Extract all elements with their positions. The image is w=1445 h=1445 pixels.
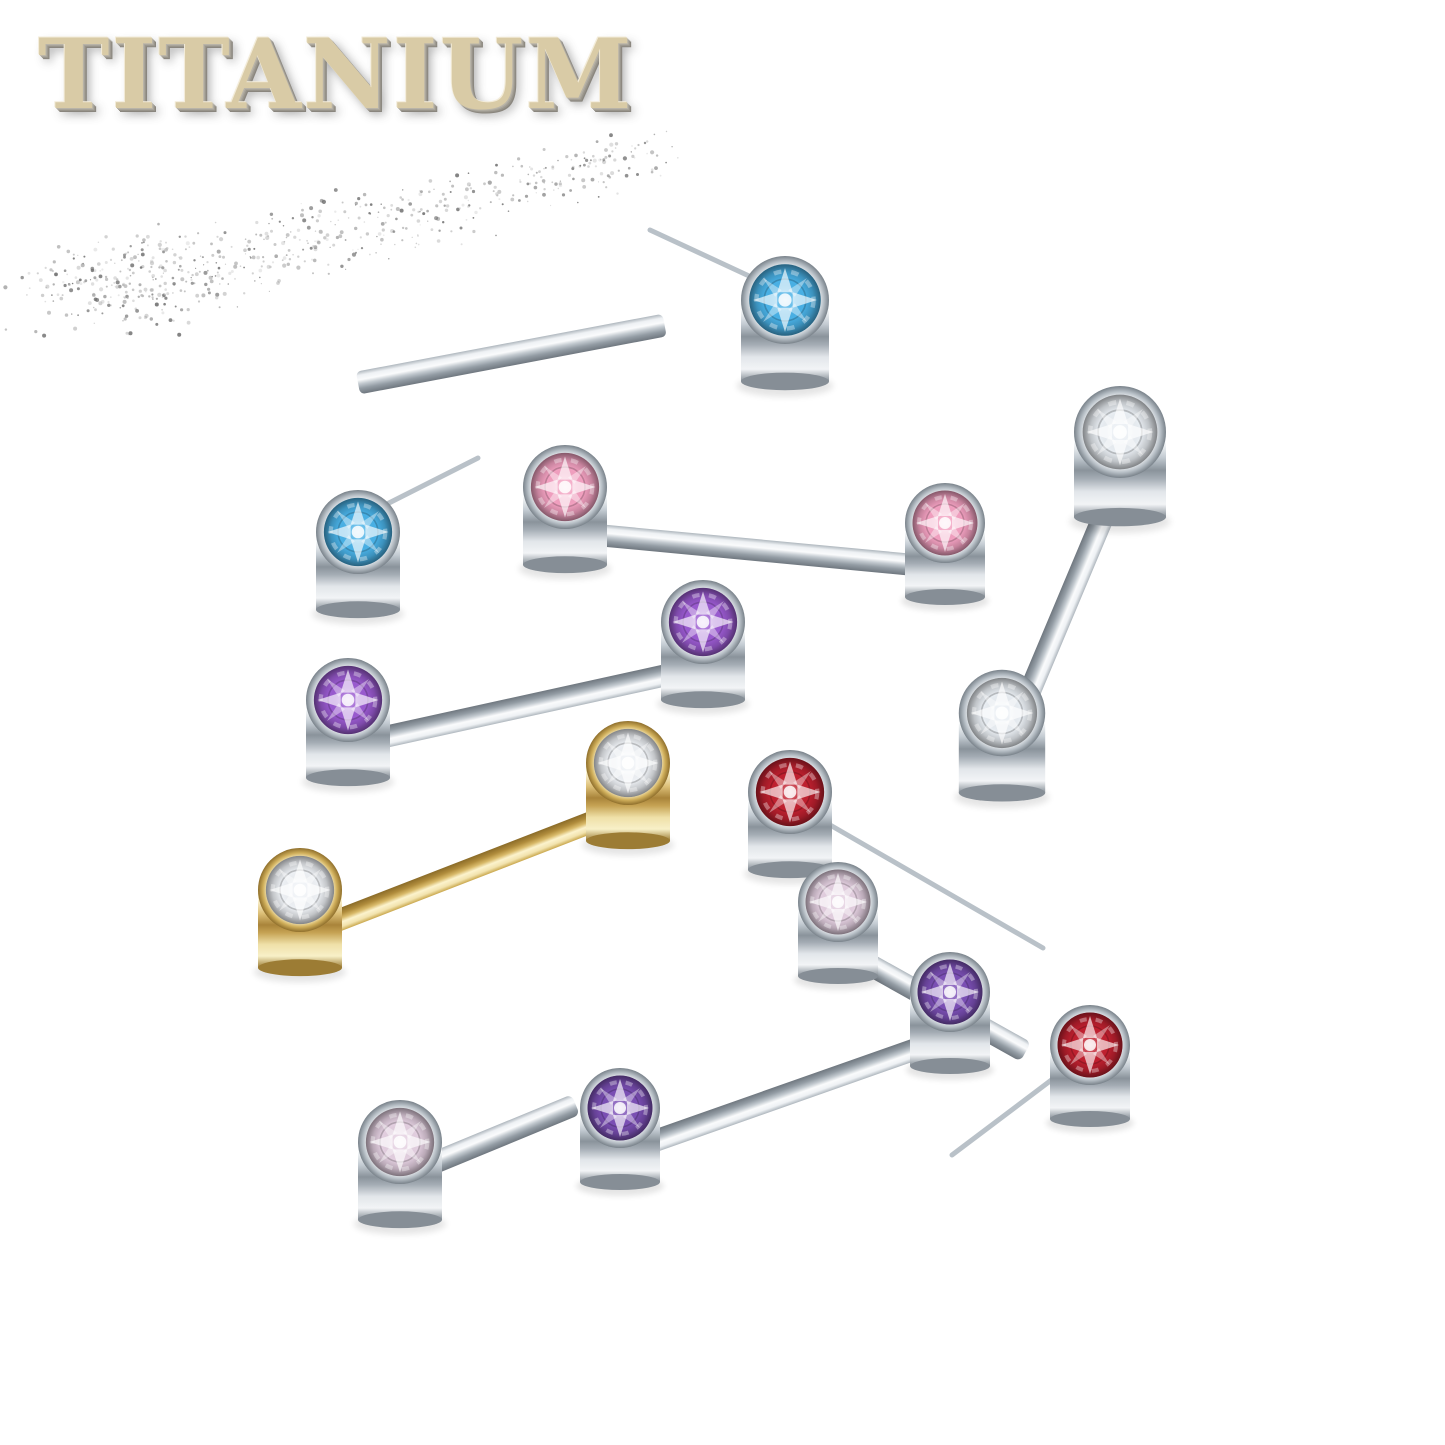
glitter-swoosh [3, 130, 679, 338]
piece-clear-barbell [954, 386, 1170, 808]
gem-facets-icon [967, 678, 1037, 748]
gem-end [901, 483, 989, 611]
piece-blue-gem-end-top [647, 227, 834, 397]
piece-ab-gem-end-lower [354, 1096, 579, 1234]
gem-facets-icon [756, 758, 824, 826]
gem-facets-icon [585, 1073, 655, 1143]
piece-pink-barbell [519, 445, 989, 611]
piece-gold-clear-barbell [254, 721, 674, 982]
gem-facets-icon [803, 867, 873, 937]
gem-end [657, 580, 749, 714]
gem-end [737, 256, 834, 397]
insertion-pin [647, 227, 765, 285]
brand-title: TITANIUM [38, 18, 634, 131]
piece-red-gem-end-lower [949, 1005, 1134, 1158]
gem-end [794, 862, 882, 990]
gem-end [354, 1100, 446, 1234]
gem-facets-icon [324, 498, 392, 566]
gem-facets-icon [531, 453, 599, 521]
piece-purple-barbell [302, 580, 749, 792]
gem-end [1069, 386, 1170, 533]
gem-end [582, 721, 674, 855]
gem-facets-icon [594, 729, 662, 797]
gem-end [1046, 1005, 1134, 1133]
barbell-bar [338, 656, 712, 757]
gem-facets-icon [314, 666, 382, 734]
gem-end [302, 658, 394, 792]
gem-facets-icon [266, 856, 334, 924]
barbell-post [356, 314, 666, 394]
barbell-bar [610, 1026, 959, 1165]
gem-facets-icon [915, 957, 985, 1027]
barbell-bar [290, 797, 638, 947]
gem-facets-icon [1055, 1010, 1125, 1080]
gem-facets-icon [749, 264, 821, 336]
gem-end [254, 848, 346, 982]
gem-facets-icon [1083, 395, 1158, 470]
gem-end [519, 445, 611, 579]
gem-facets-icon [910, 488, 980, 558]
gem-facets-icon [366, 1108, 434, 1176]
piece-blue-gem-end-left [312, 455, 481, 624]
piece-red-gem-end-upper [744, 750, 1046, 951]
insertion-pin [815, 815, 1046, 951]
gem-end [576, 1068, 664, 1196]
gem-end [954, 670, 1049, 808]
barbell-post [397, 1096, 579, 1186]
piece-violet-barbell [576, 952, 994, 1196]
barbell-bar [556, 521, 952, 579]
gem-end [312, 490, 404, 624]
piece-bare-post [356, 314, 666, 394]
insertion-pin [949, 1069, 1065, 1158]
gem-facets-icon [669, 588, 737, 656]
insertion-pin [382, 455, 481, 508]
gem-end [906, 952, 994, 1080]
gem-end [744, 750, 836, 884]
